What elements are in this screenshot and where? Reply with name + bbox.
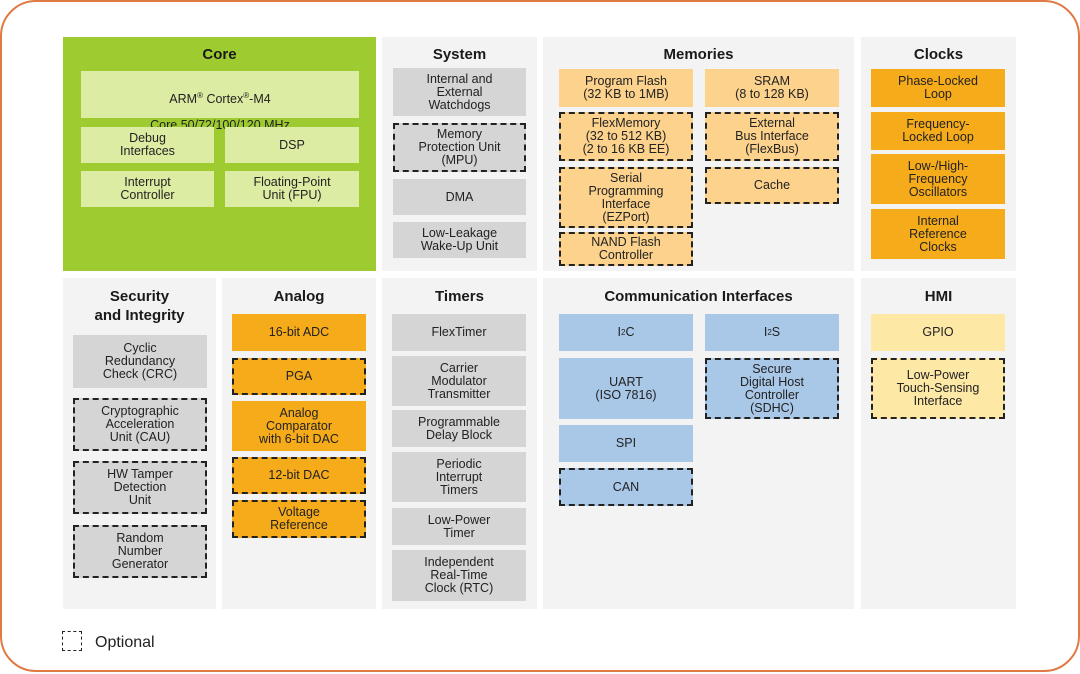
- flextimer-block: FlexTimer: [392, 314, 526, 351]
- timers-title: Timers: [435, 288, 484, 305]
- debug-interfaces-block: Debug Interfaces: [81, 127, 214, 163]
- mpu-block: Memory Protection Unit (MPU): [393, 123, 526, 172]
- core-title: Core: [202, 46, 237, 63]
- pit-block: Periodic Interrupt Timers: [392, 452, 526, 502]
- pll-block: Phase-Locked Loop: [871, 69, 1005, 107]
- arm-cortex-m4-block: ARM® Cortex®-M4 Core 50/72/100/120 MHz: [81, 71, 359, 132]
- rng-block: Random Number Generator: [73, 525, 207, 578]
- llwu-block: Low-Leakage Wake-Up Unit: [393, 222, 526, 258]
- internal-reference-clocks-block: Internal Reference Clocks: [871, 209, 1005, 259]
- clocks-section: Clocks Phase-Locked Loop Frequency- Lock…: [861, 37, 1016, 271]
- hmi-title: HMI: [924, 288, 953, 305]
- memories-section: Memories Program Flash (32 KB to 1MB) SR…: [543, 37, 854, 271]
- pga-block: PGA: [232, 358, 366, 395]
- spi-block: SPI: [559, 425, 693, 462]
- hmi-section: HMI GPIO Low-Power Touch-Sensing Interfa…: [861, 278, 1016, 609]
- clocks-title: Clocks: [913, 46, 964, 63]
- security-section: Security and Integrity Cyclic Redundancy…: [63, 278, 216, 609]
- sdhc-block: Secure Digital Host Controller (SDHC): [705, 358, 839, 419]
- rtc-block: Independent Real-Time Clock (RTC): [392, 550, 526, 601]
- gpio-block: GPIO: [871, 314, 1005, 351]
- can-block: CAN: [559, 468, 693, 506]
- dsp-block: DSP: [225, 127, 359, 163]
- flexbus-block: External Bus Interface (FlexBus): [705, 112, 839, 161]
- legend-optional-label: Optional: [95, 634, 155, 651]
- fll-block: Frequency- Locked Loop: [871, 112, 1005, 150]
- cortex-name: ARM® Cortex®-M4: [169, 90, 271, 106]
- cache-block: Cache: [705, 167, 839, 204]
- program-flash-block: Program Flash (32 KB to 1MB): [559, 69, 693, 107]
- interrupt-controller-block: Interrupt Controller: [81, 171, 214, 207]
- cau-block: Cryptographic Acceleration Unit (CAU): [73, 398, 207, 451]
- voltage-reference-block: Voltage Reference: [232, 500, 366, 538]
- pdb-block: Programmable Delay Block: [392, 410, 526, 447]
- analog-title: Analog: [273, 288, 325, 305]
- sram-block: SRAM (8 to 128 KB): [705, 69, 839, 107]
- ezport-block: Serial Programming Interface (EZPort): [559, 167, 693, 228]
- crc-block: Cyclic Redundancy Check (CRC): [73, 335, 207, 388]
- low-power-timer-block: Low-Power Timer: [392, 508, 526, 545]
- analog-section: Analog 16-bit ADC PGA Analog Comparator …: [222, 278, 376, 609]
- dac-block: 12-bit DAC: [232, 457, 366, 494]
- oscillators-block: Low-/High- Frequency Oscillators: [871, 154, 1005, 204]
- dma-block: DMA: [393, 179, 526, 215]
- security-title: Security and Integrity: [94, 288, 185, 324]
- system-title: System: [432, 46, 487, 63]
- system-section: System Internal and External Watchdogs M…: [382, 37, 537, 271]
- communication-title: Communication Interfaces: [604, 288, 793, 305]
- legend-optional-swatch: [62, 631, 82, 651]
- fpu-block: Floating-Point Unit (FPU): [225, 171, 359, 207]
- nand-flash-controller-block: NAND Flash Controller: [559, 232, 693, 266]
- memories-title: Memories: [663, 46, 734, 63]
- watchdogs-block: Internal and External Watchdogs: [393, 68, 526, 116]
- analog-comparator-block: Analog Comparator with 6-bit DAC: [232, 401, 366, 451]
- touch-sensing-interface-block: Low-Power Touch-Sensing Interface: [871, 358, 1005, 419]
- cmt-block: Carrier Modulator Transmitter: [392, 356, 526, 406]
- uart-block: UART (ISO 7816): [559, 358, 693, 419]
- flexmemory-block: FlexMemory (32 to 512 KB) (2 to 16 KB EE…: [559, 112, 693, 161]
- hw-tamper-block: HW Tamper Detection Unit: [73, 461, 207, 514]
- core-section: Core ARM® Cortex®-M4 Core 50/72/100/120 …: [63, 37, 376, 271]
- adc-block: 16-bit ADC: [232, 314, 366, 351]
- timers-section: Timers FlexTimer Carrier Modulator Trans…: [382, 278, 537, 609]
